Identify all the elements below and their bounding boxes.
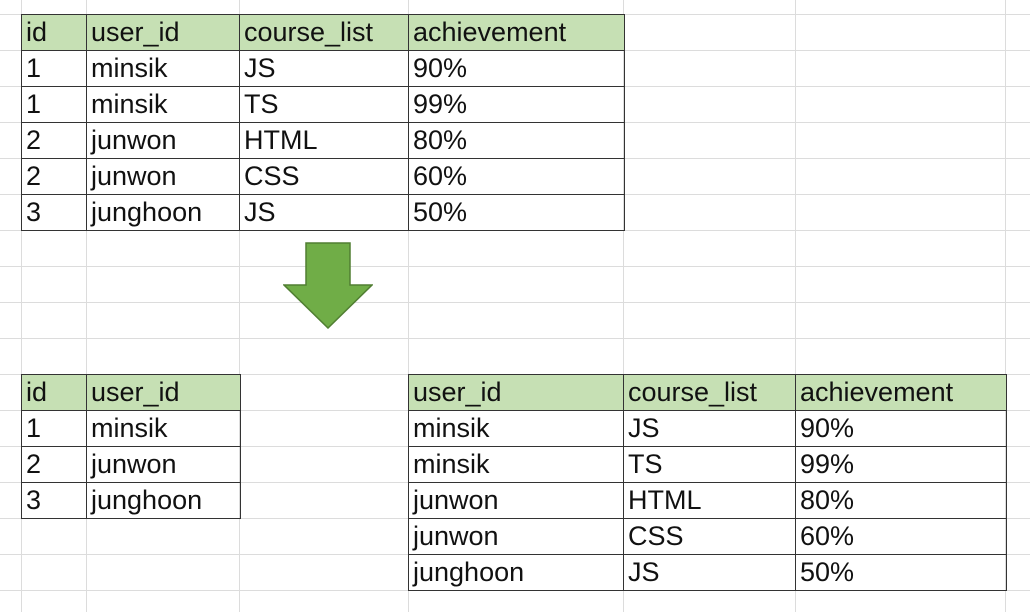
- users-table: id user_id 1 minsik 2 junwon 3 junghoon: [21, 374, 241, 519]
- cell-course-list[interactable]: JS: [239, 194, 409, 231]
- cell-course-list[interactable]: TS: [239, 86, 409, 123]
- cell-course-list[interactable]: JS: [623, 554, 796, 591]
- cell-user-id[interactable]: minsik: [86, 410, 241, 447]
- cell-user-id[interactable]: minsik: [86, 86, 240, 123]
- cell-achievement[interactable]: 60%: [795, 518, 1007, 555]
- cell-id[interactable]: 3: [21, 482, 87, 519]
- table-row: 2 junwon: [21, 446, 241, 483]
- header-cell-achievement[interactable]: achievement: [408, 14, 625, 51]
- cell-id[interactable]: 2: [21, 446, 87, 483]
- arrow-down-icon: [283, 242, 373, 329]
- cell-user-id[interactable]: junghoon: [86, 482, 241, 519]
- table-row: 3 junghoon JS 50%: [21, 194, 625, 231]
- table-row: junwon CSS 60%: [408, 518, 1007, 555]
- cell-id[interactable]: 3: [21, 194, 87, 231]
- cell-achievement[interactable]: 99%: [408, 86, 625, 123]
- table-row: 2 junwon HTML 80%: [21, 122, 625, 159]
- table-row: 1 minsik TS 99%: [21, 86, 625, 123]
- header-cell-user-id[interactable]: user_id: [86, 374, 241, 411]
- cell-id[interactable]: 1: [21, 86, 87, 123]
- cell-course-list[interactable]: TS: [623, 446, 796, 483]
- cell-course-list[interactable]: HTML: [239, 122, 409, 159]
- cell-user-id[interactable]: junghoon: [86, 194, 240, 231]
- table-row: junghoon JS 50%: [408, 554, 1007, 591]
- cell-user-id[interactable]: minsik: [408, 410, 624, 447]
- cell-achievement[interactable]: 99%: [795, 446, 1007, 483]
- cell-user-id[interactable]: junwon: [86, 158, 240, 195]
- cell-user-id[interactable]: junghoon: [408, 554, 624, 591]
- table-row: 1 minsik JS 90%: [21, 50, 625, 87]
- cell-achievement[interactable]: 80%: [795, 482, 1007, 519]
- cell-course-list[interactable]: JS: [239, 50, 409, 87]
- cell-achievement[interactable]: 50%: [408, 194, 625, 231]
- header-cell-course-list[interactable]: course_list: [239, 14, 409, 51]
- header-cell-id[interactable]: id: [21, 14, 87, 51]
- source-table: id user_id course_list achievement 1 min…: [21, 14, 625, 231]
- cell-user-id[interactable]: minsik: [408, 446, 624, 483]
- table-row: junwon HTML 80%: [408, 482, 1007, 519]
- cell-user-id[interactable]: junwon: [408, 482, 624, 519]
- header-cell-user-id[interactable]: user_id: [86, 14, 240, 51]
- cell-user-id[interactable]: junwon: [86, 122, 240, 159]
- table-row: 2 junwon CSS 60%: [21, 158, 625, 195]
- cell-user-id[interactable]: junwon: [86, 446, 241, 483]
- cell-achievement[interactable]: 90%: [795, 410, 1007, 447]
- table-row: 1 minsik: [21, 410, 241, 447]
- cell-id[interactable]: 2: [21, 158, 87, 195]
- cell-id[interactable]: 2: [21, 122, 87, 159]
- header-cell-achievement[interactable]: achievement: [795, 374, 1007, 411]
- cell-course-list[interactable]: CSS: [239, 158, 409, 195]
- cell-course-list[interactable]: CSS: [623, 518, 796, 555]
- cell-achievement[interactable]: 90%: [408, 50, 625, 87]
- cell-user-id[interactable]: junwon: [408, 518, 624, 555]
- cell-achievement[interactable]: 60%: [408, 158, 625, 195]
- cell-course-list[interactable]: JS: [623, 410, 796, 447]
- table-row: 3 junghoon: [21, 482, 241, 519]
- table-header-row: id user_id course_list achievement: [21, 14, 625, 51]
- table-row: minsik JS 90%: [408, 410, 1007, 447]
- table-header-row: id user_id: [21, 374, 241, 411]
- cell-achievement[interactable]: 50%: [795, 554, 1007, 591]
- table-row: minsik TS 99%: [408, 446, 1007, 483]
- table-header-row: user_id course_list achievement: [408, 374, 1007, 411]
- cell-course-list[interactable]: HTML: [623, 482, 796, 519]
- courses-table: user_id course_list achievement minsik J…: [408, 374, 1007, 591]
- cell-user-id[interactable]: minsik: [86, 50, 240, 87]
- cell-id[interactable]: 1: [21, 50, 87, 87]
- cell-id[interactable]: 1: [21, 410, 87, 447]
- header-cell-course-list[interactable]: course_list: [623, 374, 796, 411]
- cell-achievement[interactable]: 80%: [408, 122, 625, 159]
- header-cell-id[interactable]: id: [21, 374, 87, 411]
- header-cell-user-id[interactable]: user_id: [408, 374, 624, 411]
